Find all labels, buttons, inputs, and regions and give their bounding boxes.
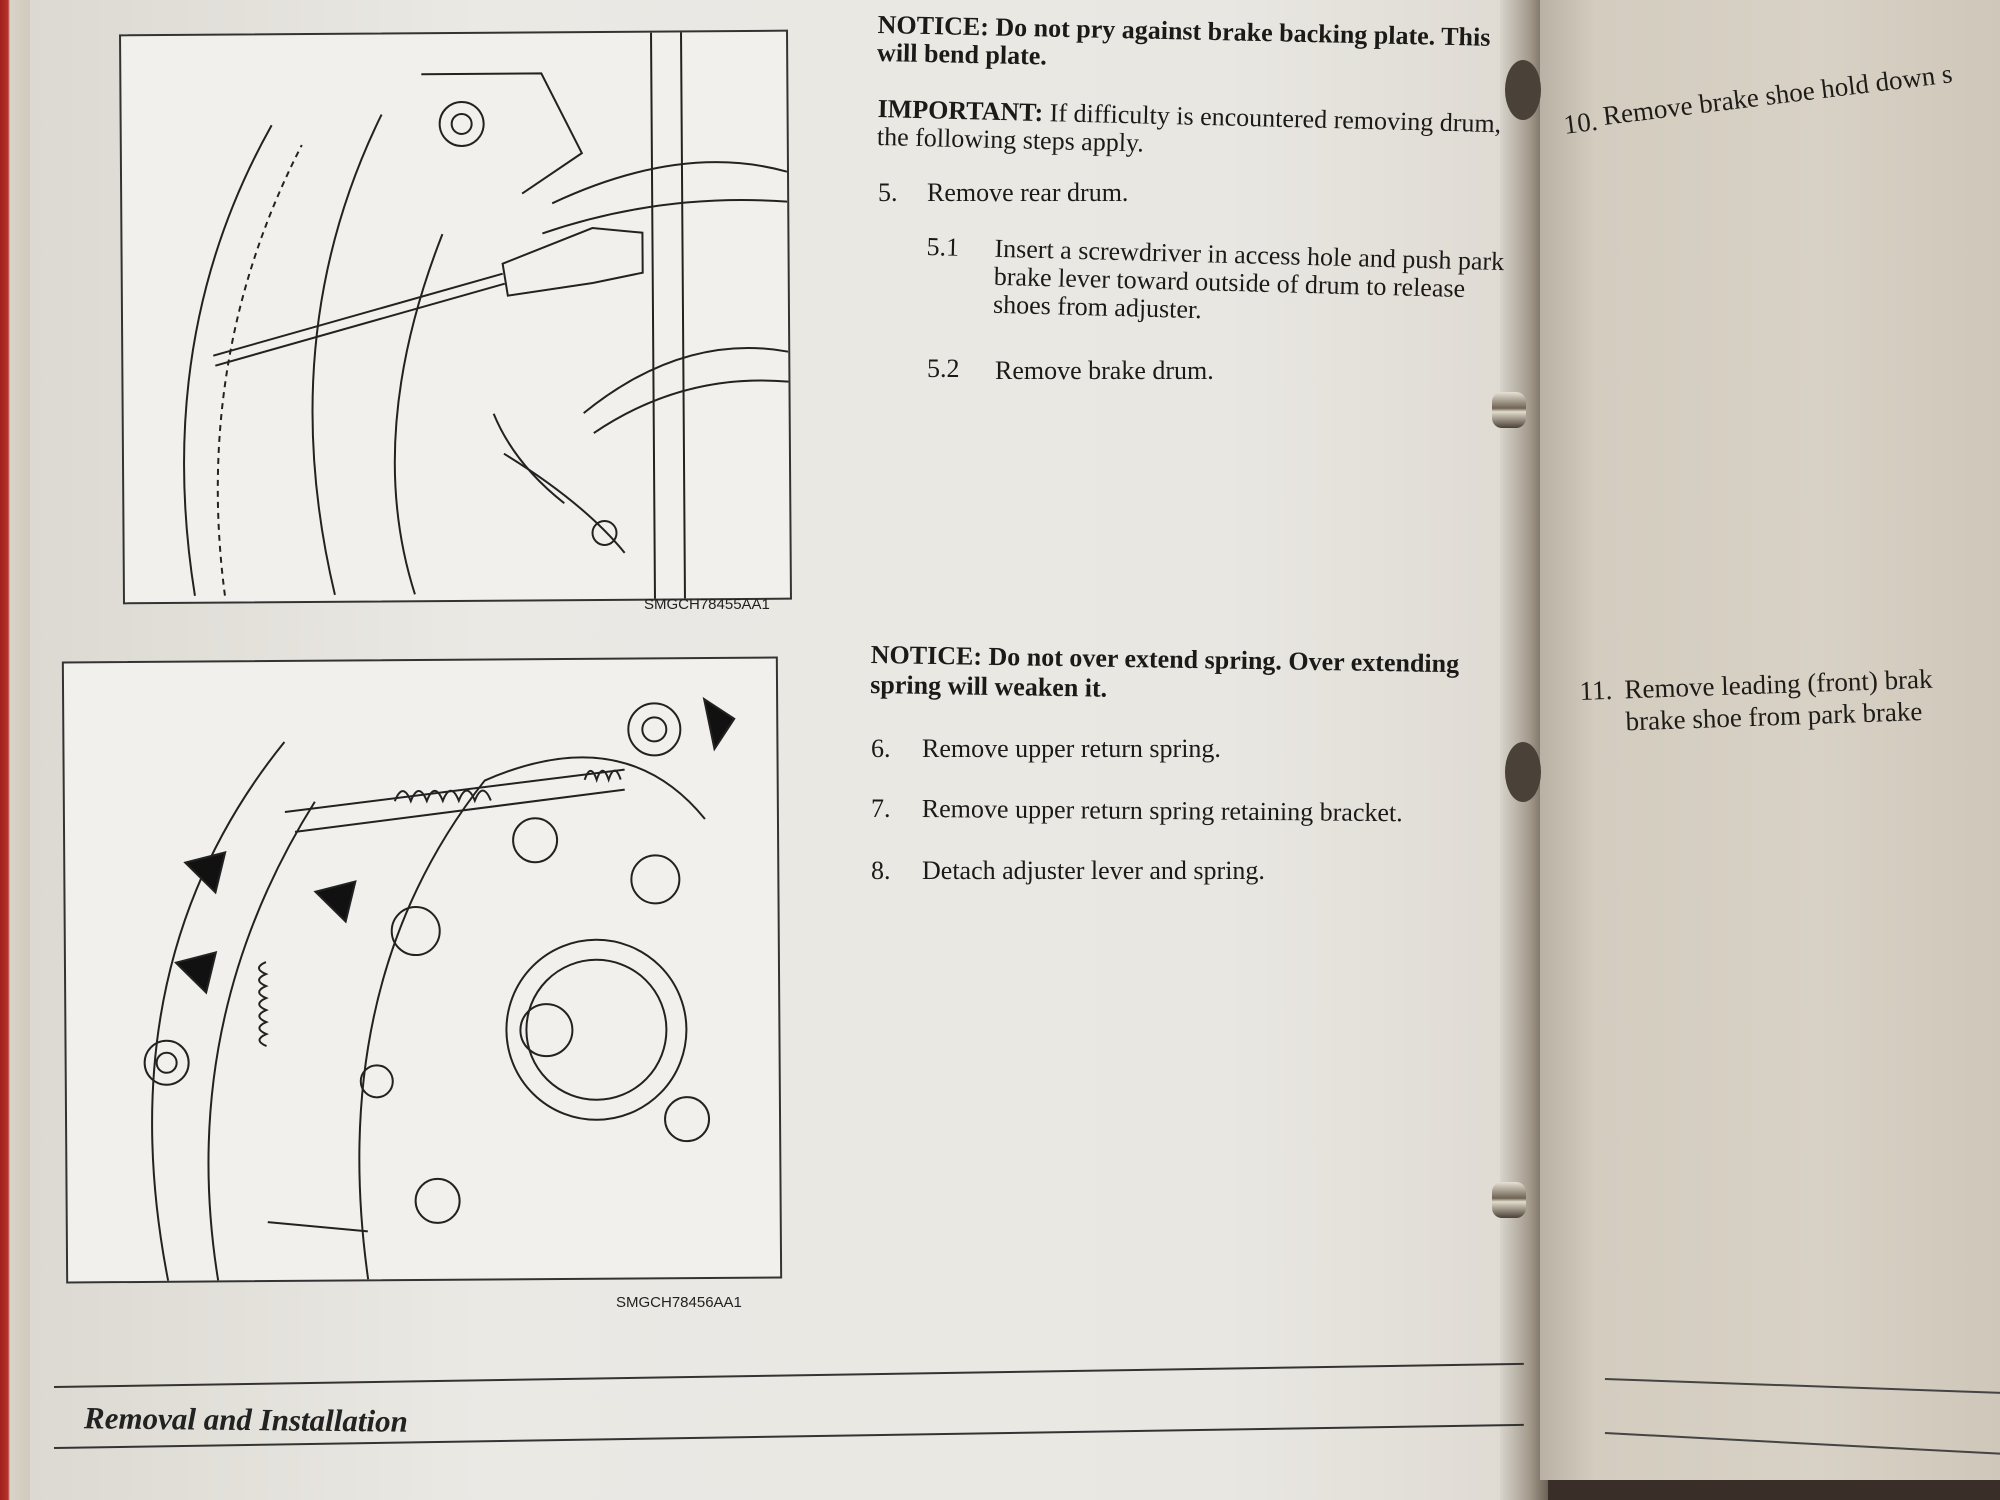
step-text: Remove brake drum. [995, 356, 1214, 385]
step-number: 6. [871, 734, 891, 763]
notice-text: spring will weaken it. [870, 669, 1108, 703]
footer-section-title: Removal and Installation [83, 1400, 409, 1439]
step-number: 5. [878, 178, 898, 207]
step-text: Remove rear drum. [927, 178, 1129, 207]
page-stack-edge [0, 0, 34, 1500]
right-page [1540, 0, 2000, 1480]
notice-text: will bend plate. [876, 37, 1048, 71]
figure-return-spring [61, 656, 783, 1284]
step-text: Remove upper return spring. [922, 734, 1221, 763]
notice-label: NOTICE: [877, 10, 990, 42]
figure-screwdriver-drum [119, 29, 792, 605]
figure1-caption: SMGCH78455AA1 [644, 596, 770, 613]
step-text: Detach adjuster lever and spring. [922, 856, 1265, 885]
step-number: 8. [871, 856, 891, 885]
binder-hole [1505, 60, 1541, 120]
step-text: Remove upper return spring retaining bra… [921, 794, 1403, 828]
step-number: 10. [1562, 105, 1600, 140]
figure2-caption: SMGCH78456AA1 [616, 1294, 742, 1311]
binder-hole [1505, 742, 1541, 802]
step-text: shoes from adjuster. [992, 289, 1203, 325]
step-number: 7. [871, 794, 891, 823]
step-number: 11. [1579, 674, 1613, 706]
screwdriver-illustration [183, 32, 789, 599]
binder-ring [1492, 1182, 1526, 1218]
step-number: 5.1 [926, 232, 960, 262]
brake-shoe-illustration [143, 696, 736, 1281]
notice-label: NOTICE: [870, 640, 983, 671]
binder-ring [1492, 392, 1526, 428]
step-number: 5.2 [927, 354, 960, 383]
